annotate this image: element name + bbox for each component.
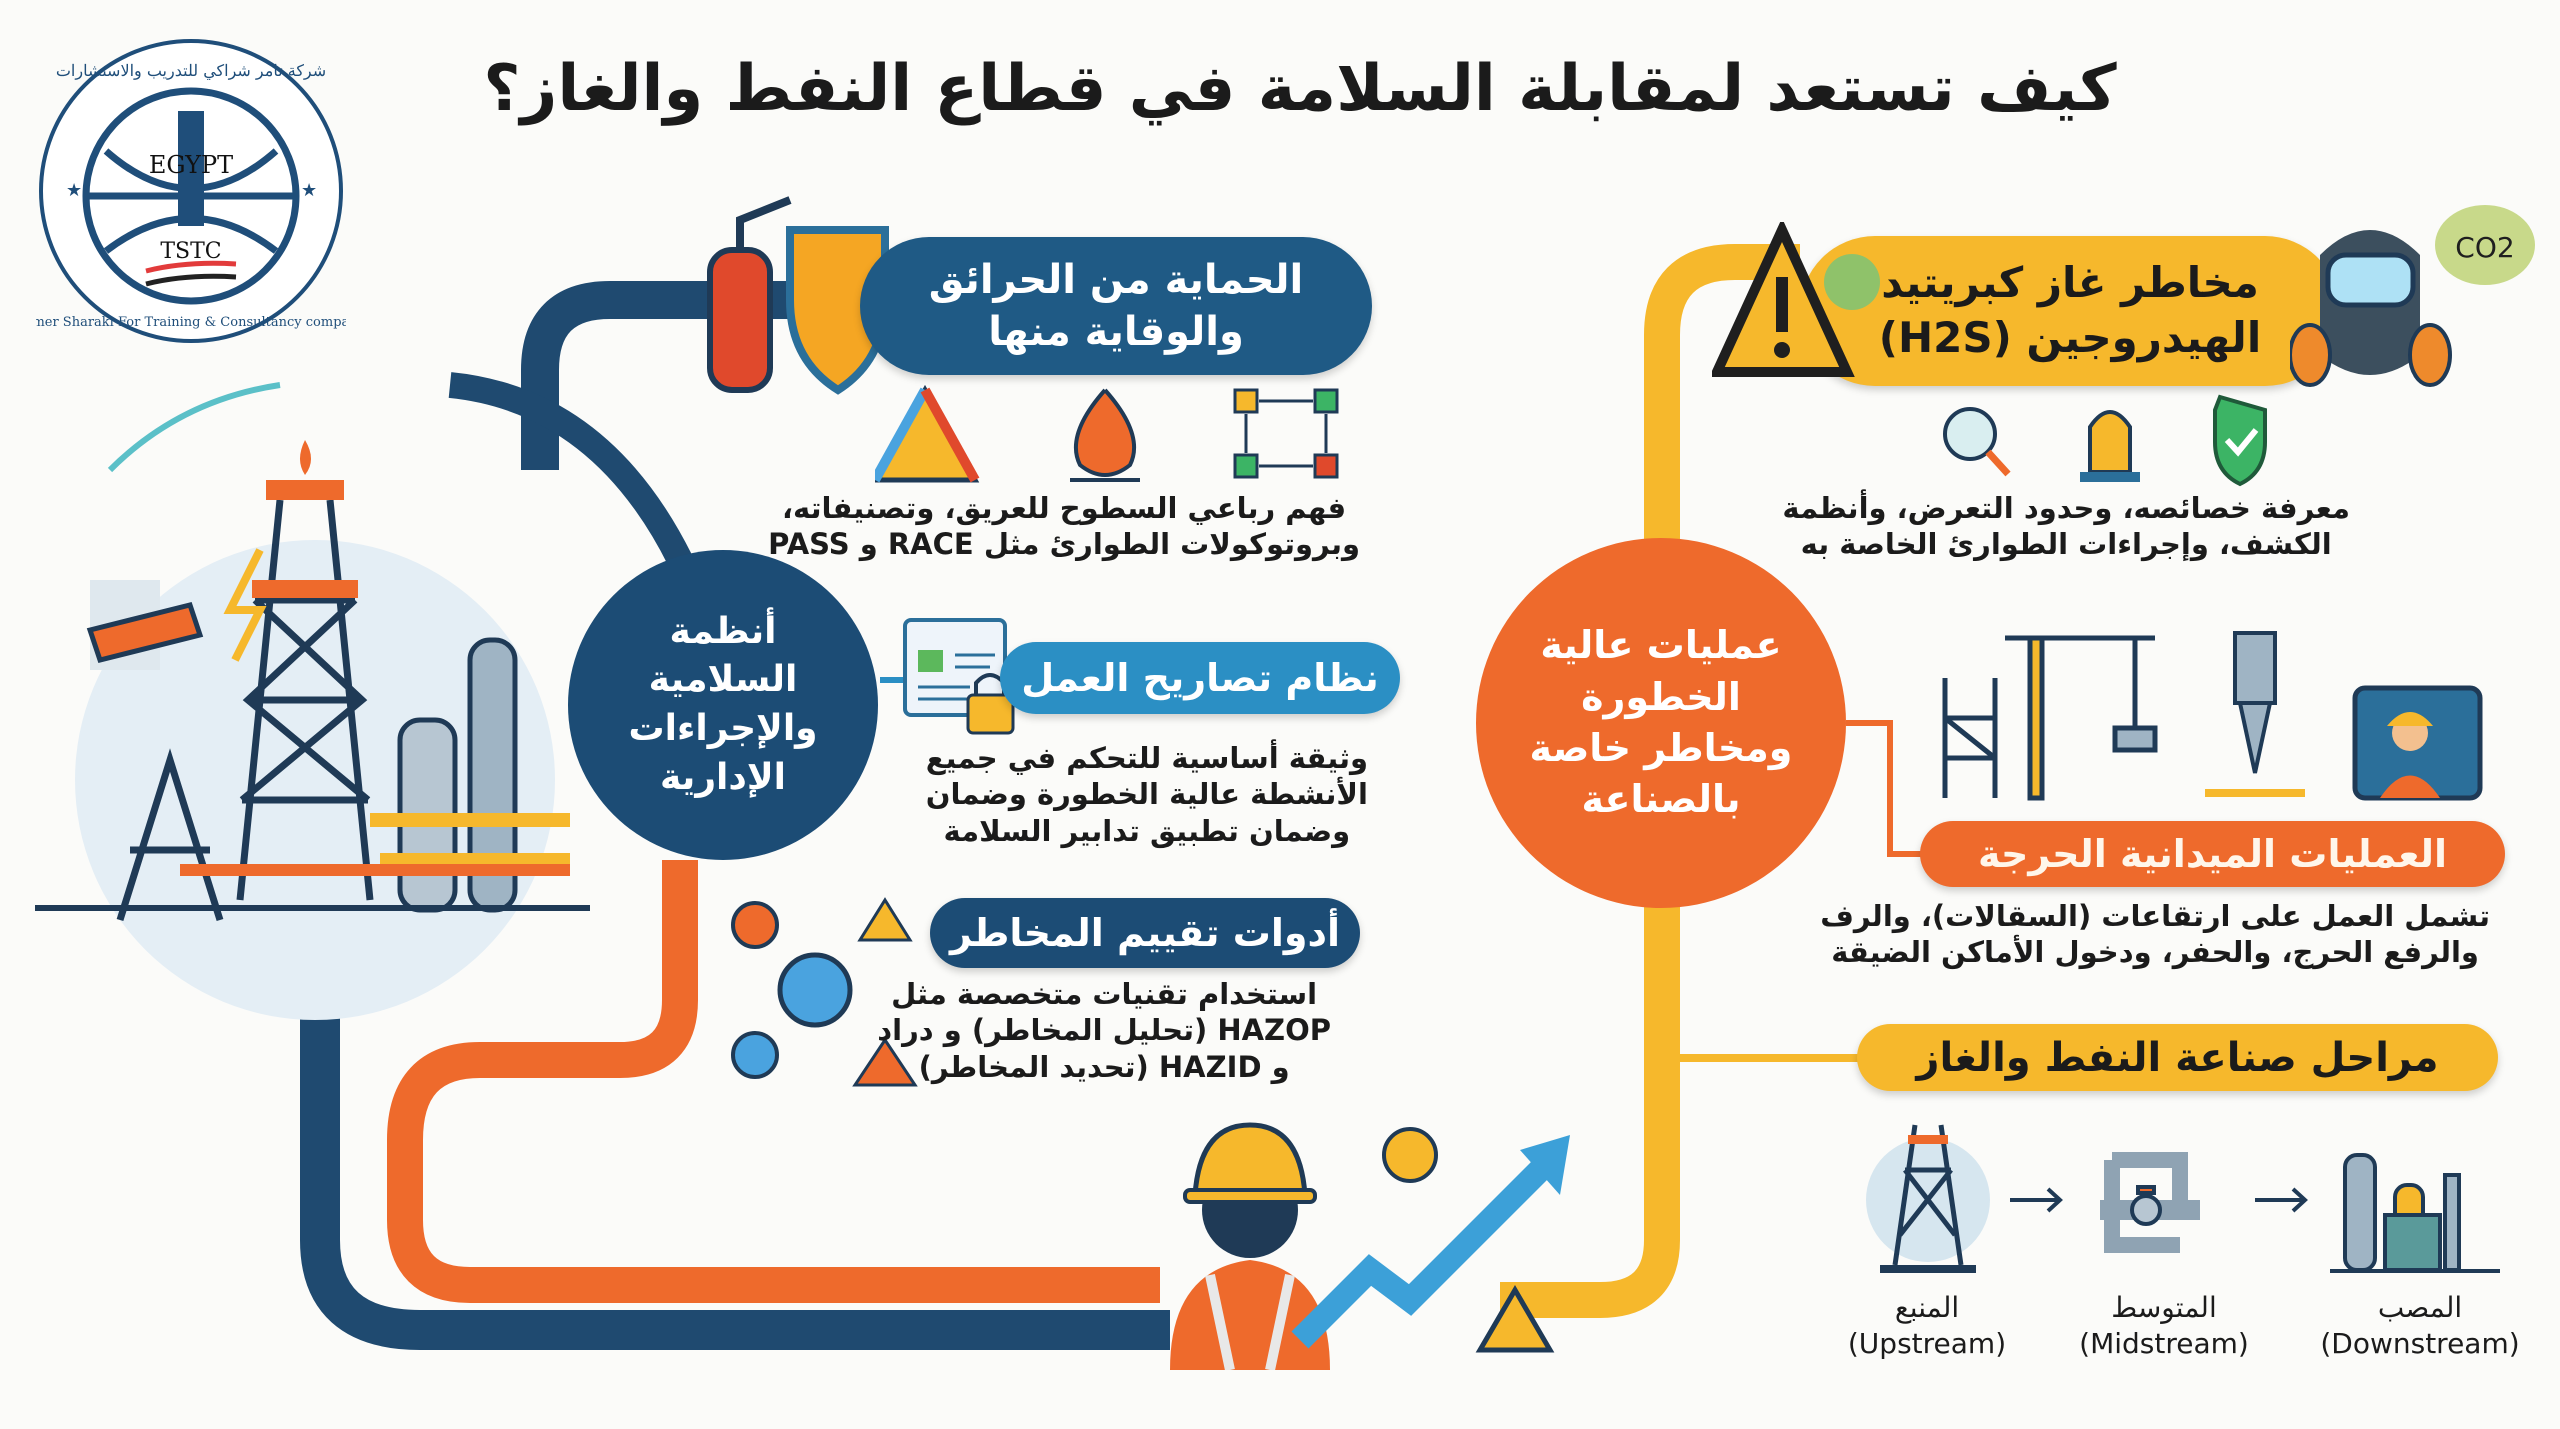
fire-desc-line-1: فهم رباعي السطوح للعريق، وتصنيفاته، (781, 491, 1347, 525)
warning-triangle-icon (1712, 222, 1880, 377)
fire-description: فهم رباعي السطوح للعريق، وتصنيفاته، وبرو… (768, 490, 1360, 563)
permit-description: وثيقة أساسية للتحكم في جميع الأنشطة عالي… (926, 740, 1368, 849)
co2-label: CO2 (2455, 231, 2514, 264)
risk-header: أدوات تقييم المخاطر (930, 898, 1360, 968)
right-hub-circle: عمليات عالية الخطورة ومخاطر خاصة بالصناع… (1476, 538, 1846, 908)
h2s-desc-line-1: معرفة خصائصه، وحدود التعرض، وأنظمة (1782, 491, 2350, 525)
h2s-icons-row (1943, 394, 2267, 487)
stage-midstream-ar: المتوسط (2111, 1291, 2217, 1324)
stage-upstream-en: (Upstream) (1847, 1327, 2007, 1361)
left-hub-circle: أنظمة السلامية والإجراءات الإدارية (568, 550, 878, 860)
arrow-right-icon-2 (2255, 1187, 2308, 1213)
safety-worker-illustration (1170, 1122, 1570, 1370)
upstream-derrick-icon (1866, 1124, 1990, 1273)
svg-text:★: ★ (301, 180, 317, 201)
yellow-road (1500, 244, 1800, 1318)
gas-mask-icon: CO2 (2290, 205, 2535, 387)
svg-text:TSTC: TSTC (160, 239, 221, 264)
operations-icons-row (1942, 631, 2483, 801)
permit-document-lock-icon (903, 618, 1015, 735)
alarm-beacon-icon (2080, 410, 2140, 482)
stage-upstream-ar: المنبع (1894, 1291, 1960, 1324)
lightning-icon (223, 548, 267, 662)
svg-text:شركة تامر شراكي للتدريب والاست: شركة تامر شراكي للتدريب والاستشارات (56, 61, 326, 80)
scaffolding-icon (1942, 678, 1998, 798)
radiation-cloud-icon (1824, 254, 1880, 310)
permit-desc-line-1: وثيقة أساسية للتحكم في جميع (925, 741, 1368, 775)
operations-desc-line-1: تشمل العمل على ارتقاعات (السقالات)، والر… (1820, 899, 2490, 933)
svg-text:Tamer Sharaki For Training & C: Tamer Sharaki For Training & Consultancy… (36, 315, 346, 330)
stage-downstream-en: (Downstream) (2320, 1327, 2520, 1361)
flame-icon (300, 440, 311, 475)
biohazard-icon (1382, 1127, 1438, 1183)
h2s-description: معرفة خصائصه، وحدود التعرض، وأنظمة الكشف… (1782, 490, 2350, 563)
permit-header: نظام تصاريح العمل (1000, 642, 1400, 714)
fire-title-line-1: الحماية من الحرائق (928, 257, 1304, 303)
confined-space-worker-icon (2352, 685, 2483, 801)
risk-desc-line-1: استخدام تقنيات متخصصة مثل (891, 977, 1318, 1011)
stage-upstream: المنبع (Upstream) (1817, 1290, 2037, 1363)
downstream-refinery-icon (2330, 1153, 2500, 1273)
permit-desc-line-2: الأنشطة عالية الخطورة وضمان (925, 777, 1368, 812)
refinery-illustration (35, 440, 590, 1020)
navy-arc (448, 372, 692, 566)
crane-icon (2005, 635, 2158, 801)
h2s-title-line-1: مخاطر غاز كبريتيد (1881, 258, 2259, 308)
fire-protection-header: الحماية من الحرائق والوقاية منها (860, 237, 1372, 375)
fire-title-line-2: والوقاية منها (988, 309, 1244, 355)
svg-text:EGYPT: EGYPT (149, 151, 233, 179)
orange-road (387, 860, 1160, 1303)
fire-extinguisher-shield-icon (707, 196, 889, 395)
h2s-header: مخاطر غاز كبريتيد الهيدروجين (H2S) (1800, 236, 2340, 386)
navy-road-top (521, 281, 860, 470)
risk-desc-line-3: و HAZID (تحديد المخاطر) (918, 1049, 1290, 1084)
risk-description: استخدام تقنيات متخصصة مثل HAZOP (تحليل ا… (877, 976, 1331, 1085)
h2s-desc-line-2: الكشف، وإجراءات الطوارئ الخاصة به (1800, 527, 2332, 562)
operations-description: تشمل العمل على ارتقاعات (السقالات)، والر… (1820, 898, 2490, 971)
fire-tetrahedron-icon (875, 385, 980, 483)
drill-icon (2205, 631, 2305, 797)
risk-gears-icon (731, 897, 918, 1087)
emergency-protocol-cycle-icon (1233, 388, 1339, 479)
operations-header: العمليات الميدانية الحرجة (1920, 821, 2505, 887)
risk-desc-line-2: HAZOP (تحليل المخاطر) و دراد (877, 1013, 1331, 1048)
company-logo: EGYPT TSTC ★ ★ شركة تامر شراكي للتدريب و… (36, 39, 346, 343)
fire-icon (1070, 388, 1140, 482)
page-title: كيف تستعد لمقابلة السلامة في قطاع النفط … (483, 52, 2117, 126)
stages-icons-row (1866, 1124, 2500, 1273)
fire-desc-line-2: وبروتوكولات الطوارئ مثل RACE و PASS (768, 527, 1360, 562)
magnifier-detection-icon (1943, 407, 2011, 477)
shield-check-icon (2213, 394, 2267, 487)
stage-downstream-ar: المصب (2377, 1291, 2463, 1324)
navy-road-bottom (300, 900, 1170, 1350)
operations-desc-line-2: والرفع الحرج، والحفر، ودخول الأماكن الضي… (1831, 935, 2479, 970)
stages-header: مراحل صناعة النفط والغاز (1857, 1024, 2498, 1091)
orange-connector (1846, 720, 1930, 857)
stage-downstream: المصب (Downstream) (2310, 1290, 2530, 1363)
permit-desc-line-3: وضمان تطبيق تدابير السلامة (943, 813, 1351, 848)
fire-icons-row (875, 385, 1339, 483)
stage-midstream-en: (Midstream) (2079, 1327, 2249, 1361)
stage-midstream: المتوسط (Midstream) (2054, 1290, 2274, 1363)
svg-text:★: ★ (66, 180, 82, 201)
h2s-title-line-2: الهيدروجين (H2S) (1878, 313, 2262, 362)
warning-icon (1475, 1285, 1555, 1353)
midstream-pipeline-icon (2100, 1152, 2200, 1253)
swoosh (107, 382, 281, 473)
arrow-right-icon (2010, 1187, 2063, 1213)
